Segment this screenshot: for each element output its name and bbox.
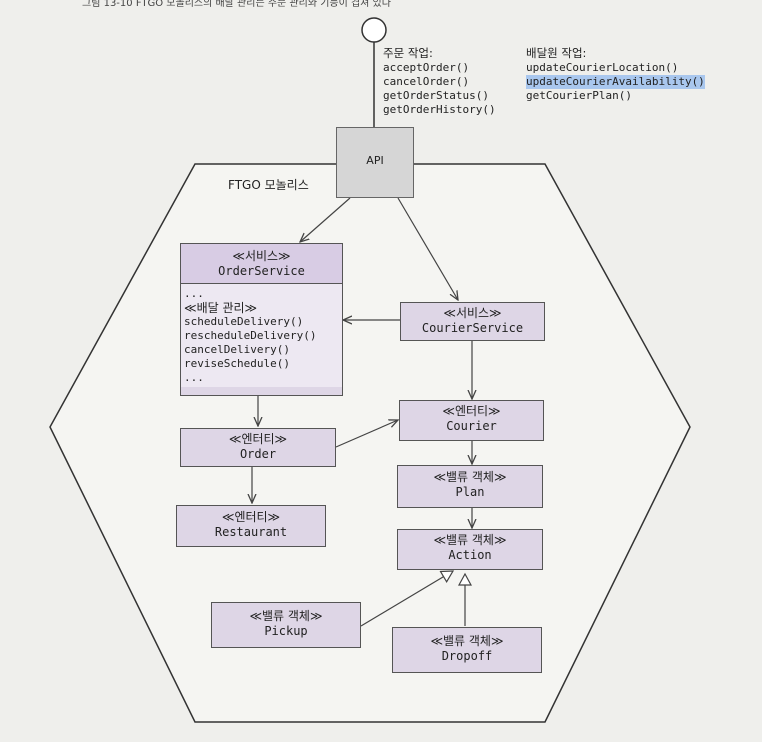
plan-value-object-class: ≪밸류 객체≫ Plan: [397, 465, 543, 508]
order-service-class: ≪서비스≫ OrderService ... ≪배달 관리≫ scheduleD…: [180, 243, 343, 396]
courier-stereotype: ≪엔터티≫: [442, 404, 501, 418]
pickup-value-object-class: ≪밸류 객체≫ Pickup: [211, 602, 361, 648]
figure-caption: 그림 13-10 FTGO 모놀리스의 배달 관리는 주문 관리와 기능이 겹쳐…: [82, 0, 391, 9]
accept-order-operation: acceptOrder(): [383, 61, 470, 74]
cancel-delivery-operation: cancelDelivery(): [184, 343, 290, 356]
courier-operations-title: 배달원 작업:: [526, 46, 587, 60]
plan-stereotype: ≪밸류 객체≫: [433, 470, 507, 484]
dropoff-value-object-class: ≪밸류 객체≫ Dropoff: [392, 627, 542, 673]
restaurant-name: Restaurant: [214, 525, 288, 539]
revise-schedule-operation: reviseSchedule(): [184, 357, 290, 370]
courier-service-class: ≪서비스≫ CourierService: [400, 302, 545, 341]
order-entity-class: ≪엔터티≫ Order: [180, 428, 336, 467]
order-stereotype: ≪엔터티≫: [228, 432, 288, 446]
dropoff-stereotype: ≪밸류 객체≫: [430, 634, 504, 648]
action-name: Action: [448, 548, 492, 562]
api-to-courierservice-arrow: [397, 197, 458, 300]
order-service-name: OrderService: [218, 264, 305, 278]
reschedule-delivery-operation: rescheduleDelivery(): [184, 329, 317, 342]
pickup-name: Pickup: [264, 624, 308, 638]
api-box: API: [336, 127, 414, 198]
courier-name: Courier: [446, 419, 497, 433]
order-operations: 주문 작업: acceptOrder() cancelOrder() getOr…: [383, 46, 496, 117]
order-name: Order: [239, 447, 277, 461]
courier-operations: 배달원 작업: updateCourierLocation() updateCo…: [526, 46, 705, 103]
api-to-orderservice-arrow: [300, 197, 351, 242]
api-label: API: [366, 154, 384, 167]
courier-service-name: CourierService: [421, 321, 524, 335]
restaurant-entity-class: ≪엔터티≫ Restaurant: [176, 505, 326, 547]
monolith-label: FTGO 모놀리스: [228, 178, 309, 192]
pickup-stereotype: ≪밸류 객체≫: [249, 609, 323, 623]
order-service-ellipsis-end: ...: [184, 371, 204, 384]
update-courier-availability-operation: updateCourierAvailability(): [526, 75, 705, 89]
restaurant-stereotype: ≪엔터티≫: [221, 510, 281, 524]
delivery-management-section: ≪배달 관리≫: [184, 301, 258, 315]
get-order-history-operation: getOrderHistory(): [383, 103, 496, 116]
plan-name: Plan: [455, 485, 485, 499]
action-value-object-class: ≪밸류 객체≫ Action: [397, 529, 543, 570]
courier-service-stereotype: ≪서비스≫: [443, 306, 502, 320]
get-order-status-operation: getOrderStatus(): [383, 89, 489, 102]
get-courier-plan-operation: getCourierPlan(): [526, 89, 632, 102]
courier-entity-class: ≪엔터티≫ Courier: [399, 400, 544, 441]
order-operations-title: 주문 작업:: [383, 46, 433, 60]
cancel-order-operation: cancelOrder(): [383, 75, 470, 88]
order-service-stereotype: ≪서비스≫: [232, 249, 291, 263]
update-courier-location-operation: updateCourierLocation(): [526, 61, 679, 74]
monolith-hexagon: [49, 163, 691, 723]
schedule-delivery-operation: scheduleDelivery(): [184, 315, 304, 328]
pickup-to-action-generalization: [360, 571, 453, 627]
order-to-courier-arrow: [335, 420, 398, 448]
action-stereotype: ≪밸류 객체≫: [433, 533, 507, 547]
api-interface-circle: [361, 17, 387, 43]
order-service-ellipsis: ...: [184, 287, 204, 300]
dropoff-name: Dropoff: [441, 649, 493, 663]
